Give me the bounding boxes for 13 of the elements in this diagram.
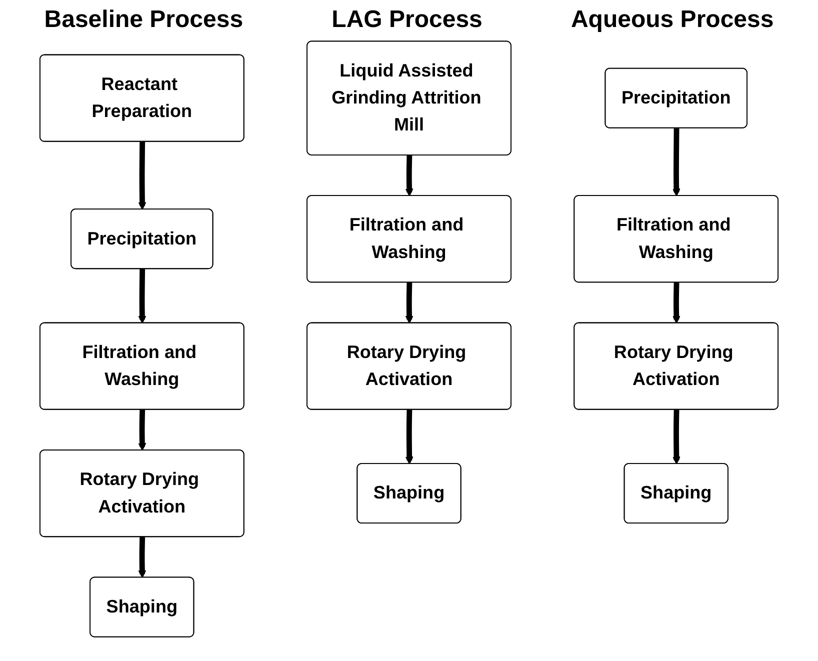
arrow (672, 410, 680, 464)
arrow (138, 269, 146, 324)
column-heading: Aqueous Process (570, 6, 774, 34)
column-heading: Baseline Process (44, 6, 244, 34)
arrow (138, 410, 146, 451)
arrow (138, 142, 146, 210)
arrow (138, 537, 146, 578)
arrow (405, 410, 414, 464)
column-heading: LAG Process (332, 6, 482, 34)
arrow (405, 282, 414, 324)
arrow (672, 128, 680, 196)
arrow (672, 282, 680, 324)
arrow (405, 155, 414, 196)
